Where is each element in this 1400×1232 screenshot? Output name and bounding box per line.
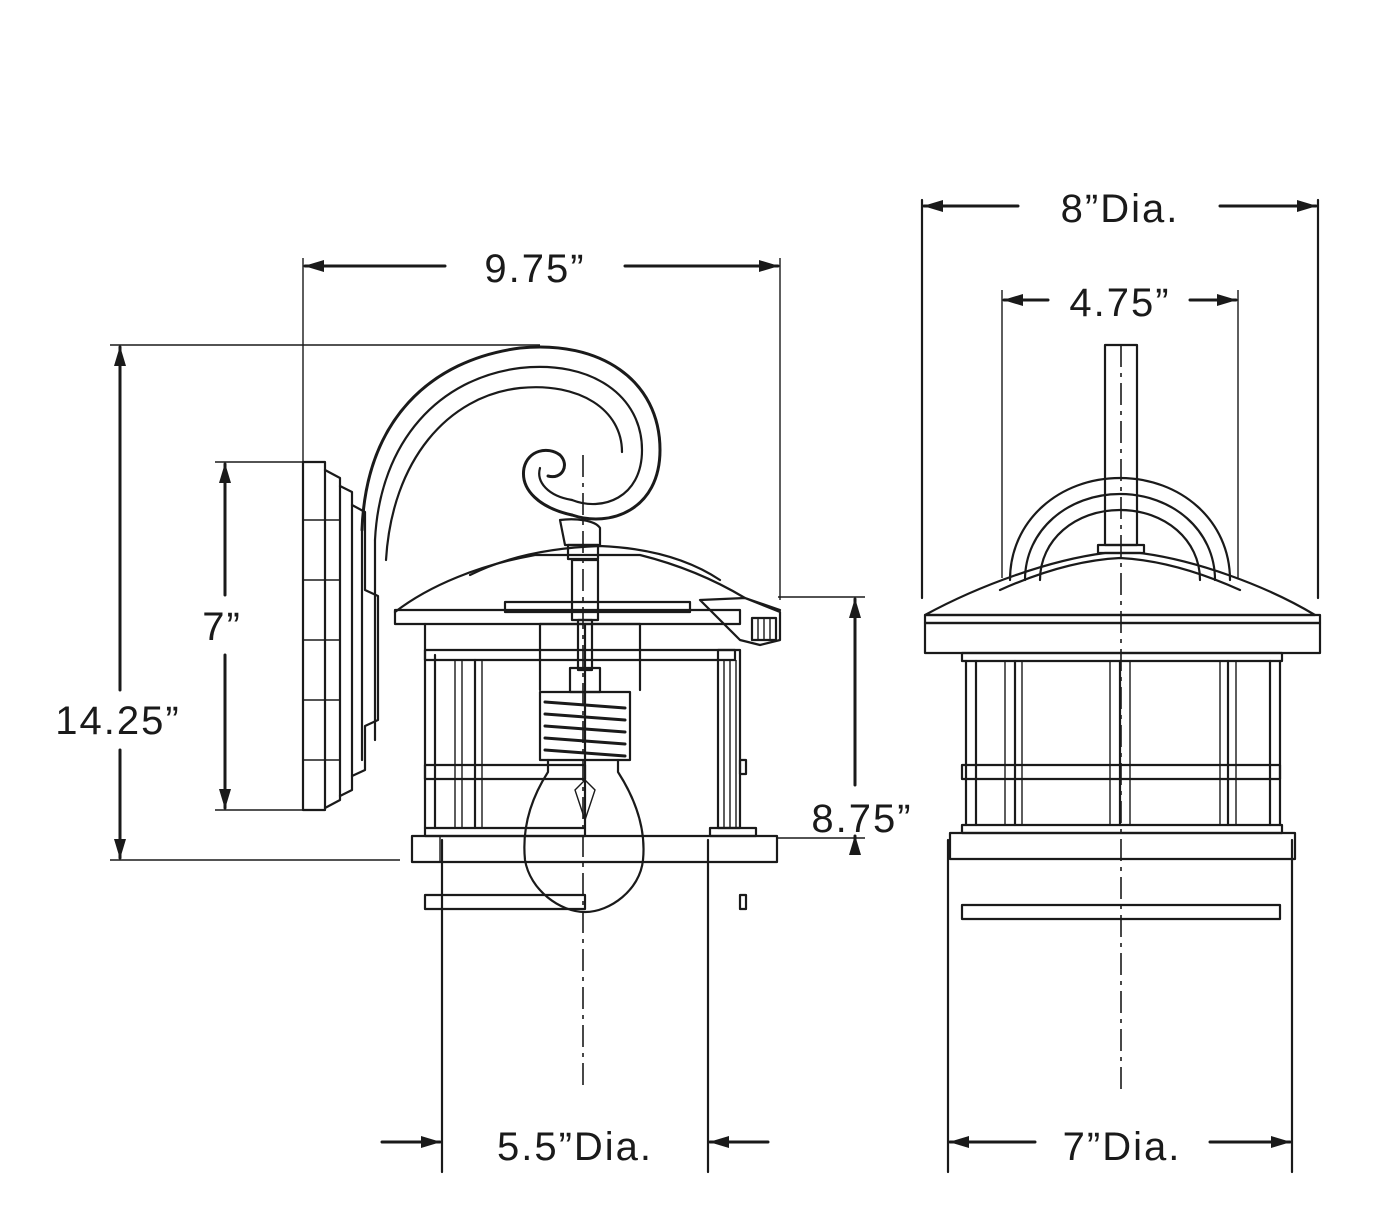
dimension-lantern-height: 8.75”	[811, 597, 912, 855]
dimension-front-base-diameter: 7”Dia.	[948, 1125, 1292, 1169]
label-front-top-diameter: 8”Dia.	[1061, 187, 1180, 231]
wall-backplate	[301, 460, 380, 812]
lantern-body	[423, 622, 748, 911]
dimension-backplate-height: 7”	[202, 462, 242, 810]
dimension-overall-width: 9.75”	[303, 247, 780, 291]
label-front-arm-width: 4.75”	[1069, 281, 1170, 325]
label-front-base-diameter: 7”Dia.	[1063, 1125, 1182, 1169]
label-side-base-diameter: 5.5”Dia.	[497, 1125, 653, 1169]
front-lantern-base	[948, 823, 1297, 861]
dimension-front-top-diameter: 8”Dia.	[922, 187, 1318, 231]
curled-arm	[360, 345, 662, 762]
front-lantern-body	[960, 651, 1284, 921]
side-view: 9.75” 14.25” 7” 8.75” 5.5”Dia.	[55, 247, 912, 1174]
dimension-overall-height: 14.25”	[55, 345, 180, 860]
dimension-front-arm-width: 4.75”	[1002, 281, 1238, 325]
front-lantern-roof	[923, 551, 1322, 655]
label-overall-width: 9.75”	[484, 247, 585, 291]
dimension-side-base-diameter: 5.5”Dia.	[380, 1125, 770, 1169]
lantern-base	[410, 826, 779, 864]
label-overall-height: 14.25”	[55, 699, 180, 743]
front-arm-rod	[1008, 343, 1232, 582]
front-view: 8”Dia. 4.75” 7”Dia.	[920, 187, 1322, 1174]
label-lantern-height: 8.75”	[811, 797, 912, 841]
label-backplate-height: 7”	[202, 605, 242, 649]
